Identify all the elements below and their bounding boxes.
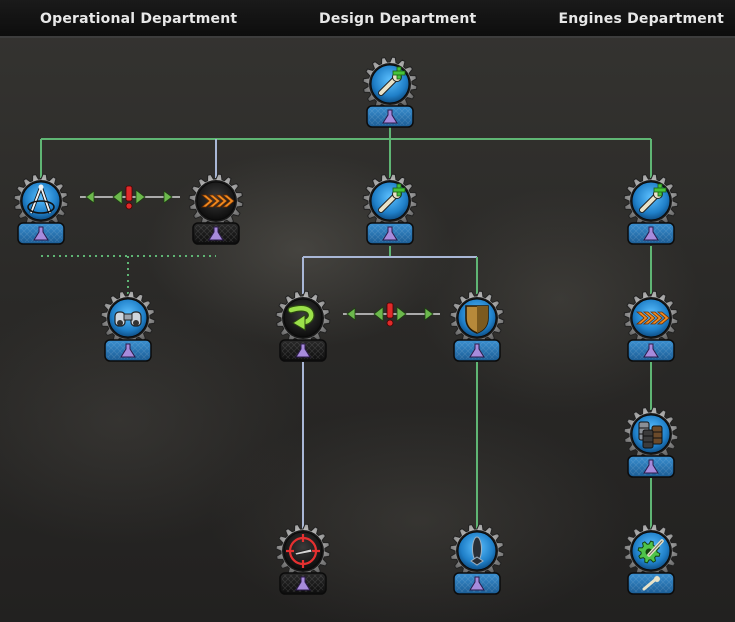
wrench-plus-icon <box>639 183 667 213</box>
design-department-title: Design Department <box>319 11 477 27</box>
design-exclusive-marker <box>346 302 434 327</box>
compass-icon <box>27 184 55 214</box>
flask-icon-plate <box>192 222 240 245</box>
armor-tech-node[interactable] <box>449 290 505 362</box>
engines-top-tech-node[interactable] <box>623 173 679 245</box>
design-mid-tech-node[interactable] <box>362 173 418 245</box>
flask-icon-plate <box>453 339 501 362</box>
flask-icon-plate <box>104 339 152 362</box>
torpedo-tech-node[interactable] <box>449 523 505 595</box>
flask-icon-plate <box>279 572 327 595</box>
curved-arrow-icon <box>287 304 315 331</box>
chevrons-icon <box>200 194 235 208</box>
chevrons-icon <box>635 311 670 325</box>
gear-repair-icon <box>637 539 664 564</box>
wrench-plus-icon <box>378 66 406 96</box>
engines-department-title: Engines Department <box>558 11 724 27</box>
flask-icon-plate <box>627 222 675 245</box>
engines-chevrons-tech-node[interactable] <box>623 290 679 362</box>
flask-icon-plate <box>627 339 675 362</box>
flask-icon-plate <box>453 572 501 595</box>
wrench-icon-plate <box>627 572 675 595</box>
operational-department-title: Operational Department <box>40 11 238 27</box>
op-right-tech-node[interactable] <box>188 173 244 245</box>
flask-icon-plate <box>366 105 414 128</box>
maneuver-tech-node[interactable] <box>275 290 331 362</box>
targeting-tech-node[interactable] <box>275 523 331 595</box>
crosshair-icon <box>286 534 320 568</box>
op-left-tech-node[interactable] <box>13 173 69 245</box>
op-exclusive-marker <box>85 185 173 210</box>
department-header-bar: Operational Department Design Department… <box>0 0 735 38</box>
binoculars-icon <box>114 311 142 327</box>
wrench-plus-icon <box>378 183 406 213</box>
fuel-tech-node[interactable] <box>623 406 679 478</box>
flask-icon-plate <box>627 455 675 478</box>
exclamation-icon <box>386 302 394 327</box>
torpedo-icon <box>470 536 484 566</box>
exclamation-icon <box>125 185 133 210</box>
fuel-barrels-icon <box>638 421 663 449</box>
design-top-tech-node[interactable] <box>362 56 418 128</box>
flask-icon-plate <box>279 339 327 362</box>
binoculars-tech-node[interactable] <box>100 290 156 362</box>
shield-icon <box>465 305 489 334</box>
flask-icon-plate <box>366 222 414 245</box>
engine-repair-tech-node[interactable] <box>623 523 679 595</box>
flask-icon-plate <box>17 222 65 245</box>
